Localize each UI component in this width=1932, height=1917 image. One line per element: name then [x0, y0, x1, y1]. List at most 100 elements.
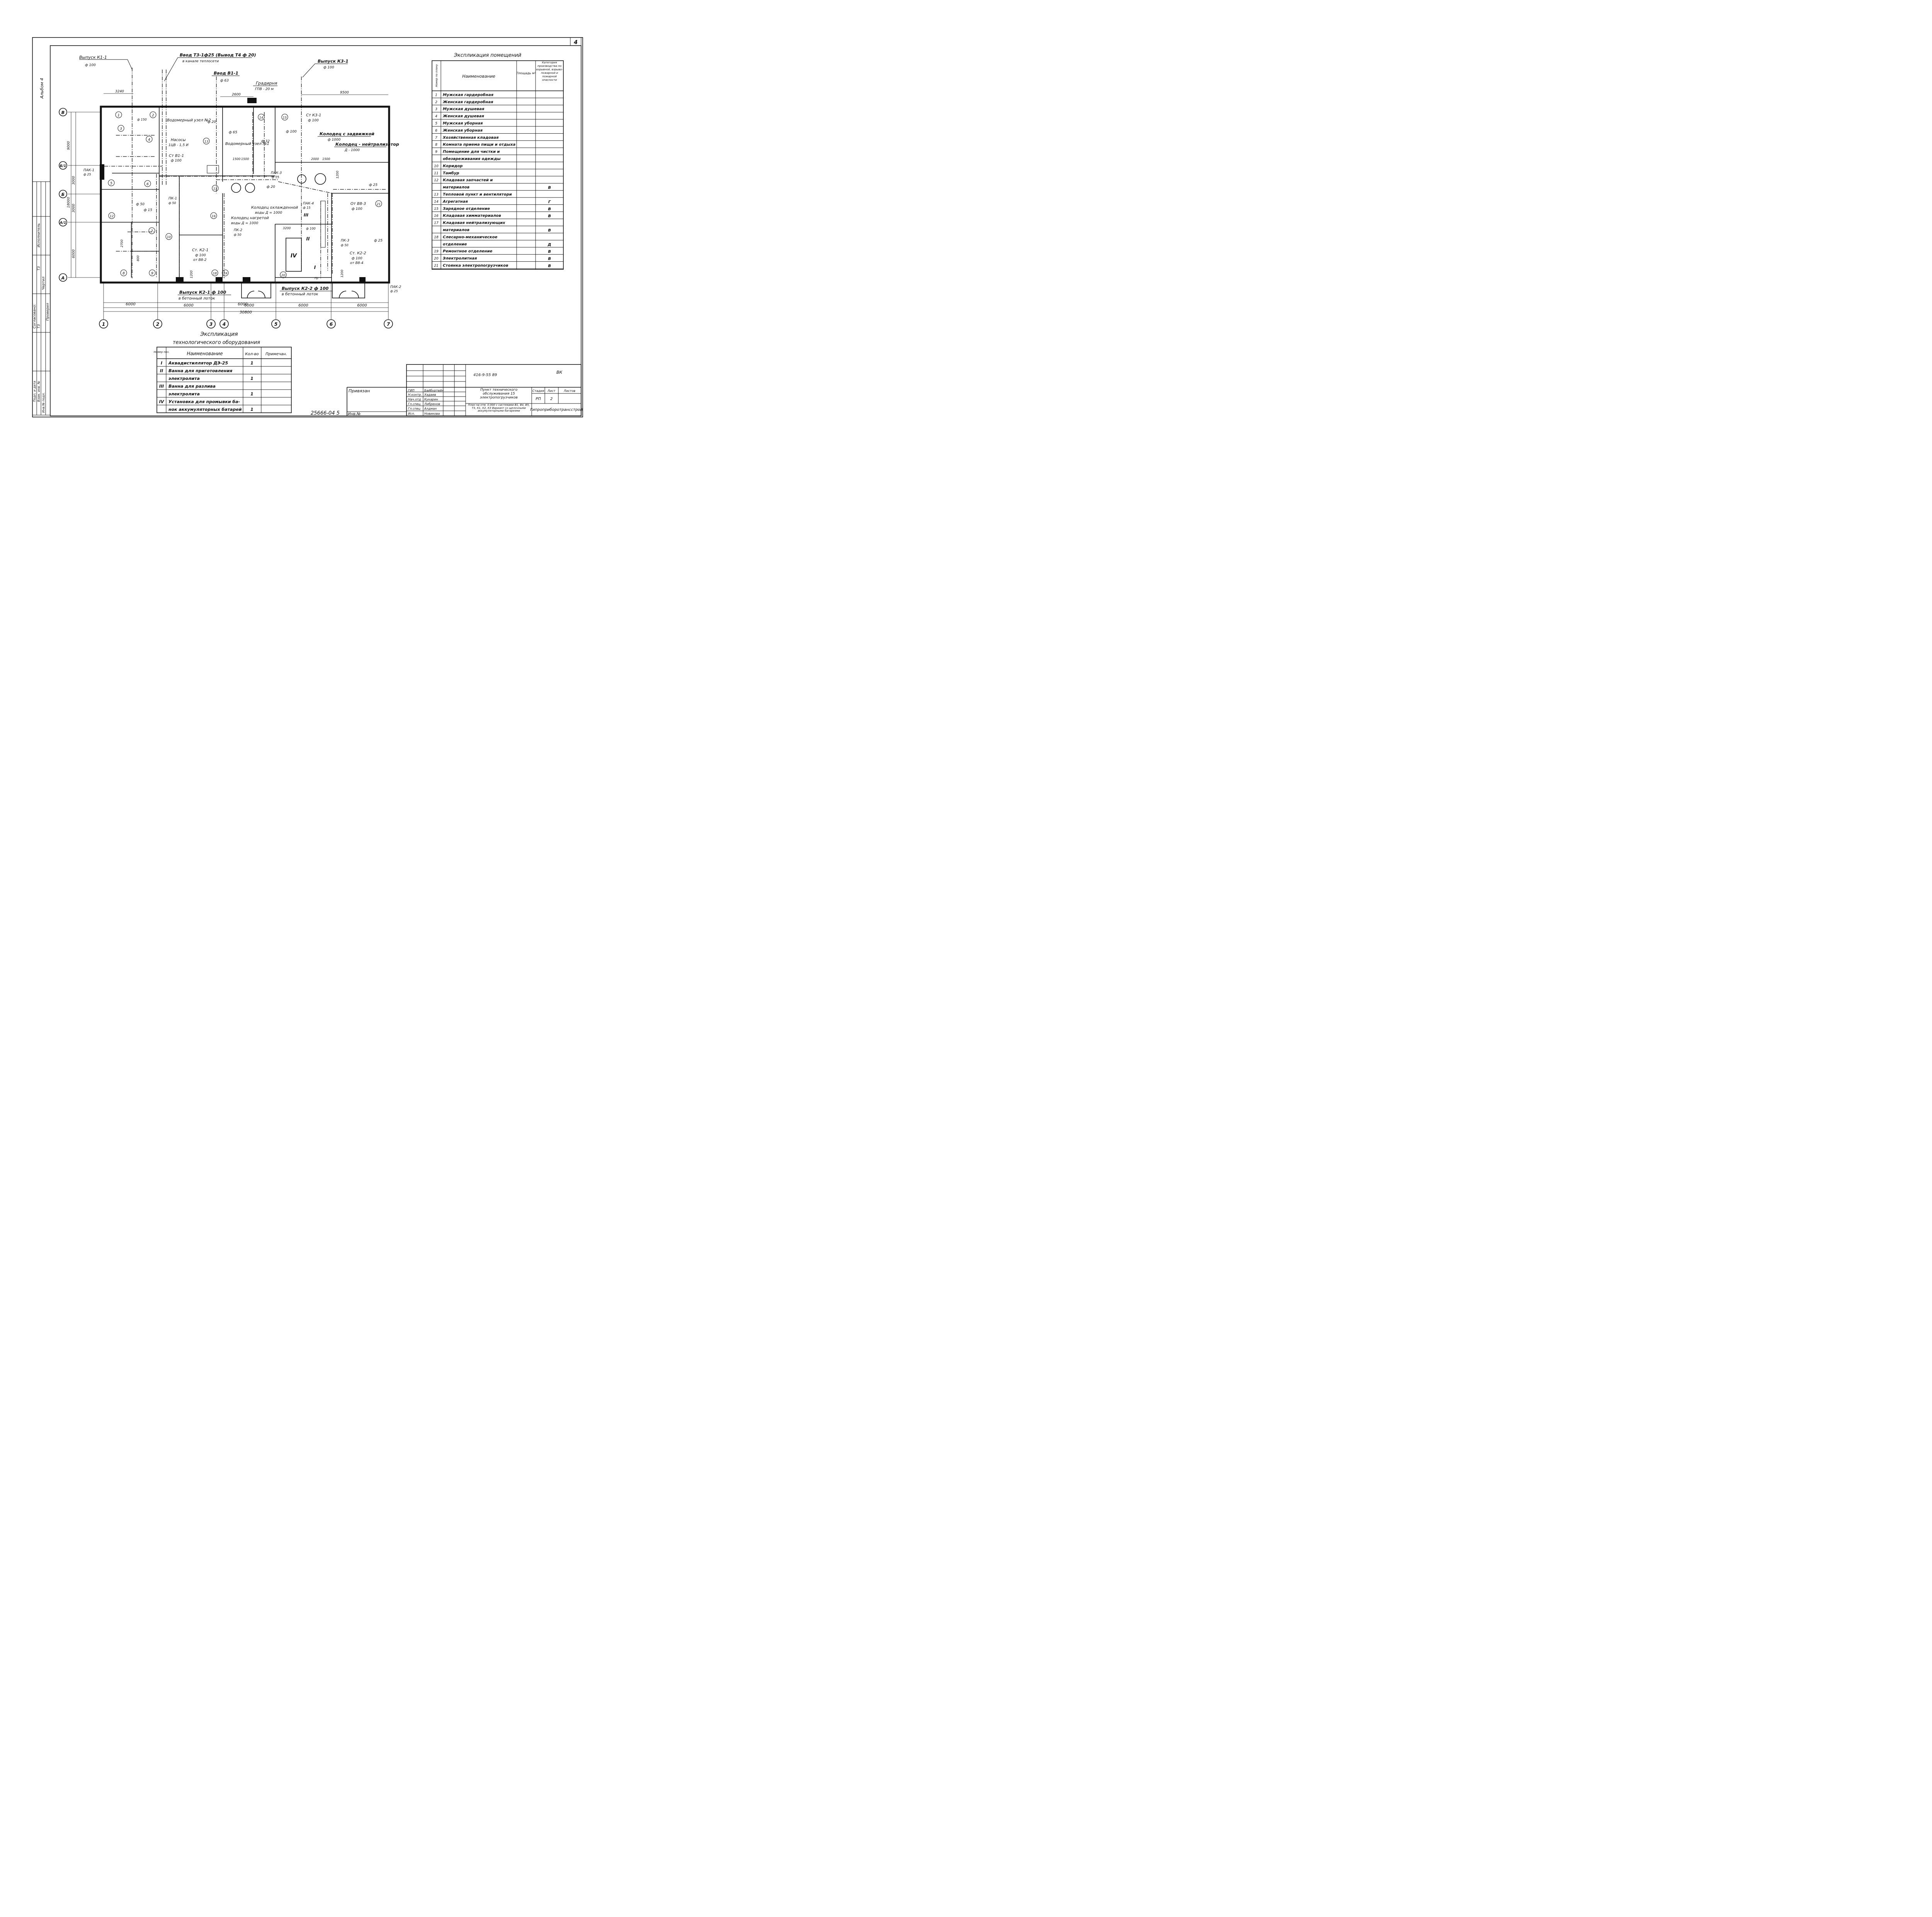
axis-bubble-a1 [59, 218, 67, 226]
svg-text:ф 25: ф 25 [369, 183, 378, 187]
svg-text:воды Д = 1000: воды Д = 1000 [255, 211, 282, 215]
svg-text:ф 100: ф 100 [306, 227, 316, 230]
svg-text:Ст В1-1: Ст В1-1 [169, 154, 184, 158]
svg-text:2000: 2000 [311, 157, 319, 161]
svg-text:2: 2 [550, 397, 553, 401]
svg-text:Алдман: Алдман [424, 407, 437, 410]
svg-text:12: 12 [110, 215, 114, 218]
svg-text:3240: 3240 [115, 90, 124, 94]
room-table: Экспликация помещений Номер по плану Наи… [432, 53, 564, 270]
equipment-row-name: нок аккумуляторных батарей [168, 407, 242, 412]
axis-bubble-6 [327, 319, 336, 329]
privyazan-label: Привязан [349, 388, 370, 393]
room-row-category: Г [548, 200, 551, 204]
svg-text:Выпуск К2-1 ф 100: Выпуск К2-1 ф 100 [179, 290, 226, 295]
svg-text:3000: 3000 [72, 204, 76, 213]
axis-bubble-1 [99, 319, 108, 329]
svg-text:Либренов: Либренов [424, 402, 440, 406]
svg-text:РП: РП [536, 397, 541, 401]
equipment-row-qty: 1 [250, 407, 253, 412]
room-row-category: В [548, 186, 551, 190]
svg-text:ПАК-3: ПАК-3 [271, 171, 282, 175]
room-row-name: материалов [443, 228, 469, 232]
svg-text:16: 16 [212, 215, 216, 218]
axis-2: 2 [156, 322, 159, 327]
room-row-name: Зарядное отделение [443, 207, 490, 211]
svg-text:Кол-во: Кол-во [245, 352, 259, 356]
axis-3: 3 [209, 322, 213, 327]
svg-text:Ввод Т3-1ф25 (Вывод Т4 ф 20): Ввод Т3-1ф25 (Вывод Т4 ф 20) [180, 53, 256, 58]
svg-text:Гл.спец: Гл.спец [408, 407, 421, 410]
svg-text:18: 18 [213, 272, 217, 275]
svg-text:Наименование: Наименование [462, 74, 495, 79]
equipment-row-name: Аквадистиллятор ДЭ-25 [168, 361, 228, 366]
svg-text:ПК-2: ПК-2 [234, 228, 242, 232]
title-main: Пункт технического обслуживания 15 элект… [480, 388, 518, 400]
svg-text:7: 7 [151, 230, 153, 233]
room-row-name: Женская душевая [442, 114, 484, 119]
room-row-name: Хозяйственная кладовая [442, 136, 499, 140]
room-row-number: 16 [434, 214, 439, 218]
svg-text:Номер по плану: Номер по плану [435, 64, 438, 87]
axis-6: 6 [330, 322, 333, 327]
axis-4: 4 [222, 322, 226, 327]
stamp-podp: Подп. и дата [33, 381, 36, 402]
svg-text:9500: 9500 [340, 91, 349, 95]
room-row-name: Мужская уборная [443, 121, 483, 126]
svg-text:в бетонный лоток: в бетонный лоток [282, 292, 318, 296]
svg-text:Примечан.: Примечан. [265, 352, 287, 356]
axis-bubble-7 [384, 319, 393, 329]
svg-text:Стадия: Стадия [532, 389, 544, 393]
stamp-soglasovano: Согласовано: [33, 304, 37, 329]
room-row-number: 9 [435, 150, 437, 154]
svg-text:ф 20: ф 20 [207, 120, 216, 124]
svg-text:2700: 2700 [120, 240, 124, 247]
axis-5: 5 [274, 322, 277, 327]
svg-text:ГИП: ГИП [408, 389, 414, 392]
room-row-number: 13 [434, 193, 439, 197]
svg-text:1200: 1200 [340, 270, 344, 278]
svg-text:6000: 6000 [244, 303, 254, 308]
svg-text:4: 4 [148, 138, 150, 142]
svg-text:6000: 6000 [184, 303, 193, 308]
axis-a1: А/1 [60, 221, 66, 225]
svg-text:Номер поз.: Номер поз. [154, 351, 170, 354]
room-row-name: Женская уборная [442, 128, 483, 133]
svg-text:1500: 1500 [233, 157, 240, 161]
axis-bubble-3 [206, 319, 216, 329]
equipment-row-number: III [159, 384, 164, 389]
pipe-network [104, 68, 386, 278]
svg-text:ГПВ - 20 м: ГПВ - 20 м [255, 87, 274, 91]
svg-text:ф 150: ф 150 [137, 118, 147, 121]
room-row-name: Кладовая запчастей и [443, 178, 493, 182]
well-hot [231, 183, 241, 193]
well-valve [297, 174, 306, 184]
svg-text:Колодец нагретой: Колодец нагретой [231, 216, 269, 220]
room-row-name: Тепловой пункт и вентилятори [443, 192, 512, 197]
designation: 416-9-55 89 [473, 373, 497, 377]
axis-bubble-v [59, 108, 67, 116]
room-row-number: 12 [434, 179, 439, 182]
room-row-category: В [548, 228, 551, 233]
svg-text:6000: 6000 [238, 302, 247, 306]
axis-bubble-b [59, 190, 67, 198]
svg-text:ф 25: ф 25 [390, 289, 398, 293]
svg-text:8: 8 [122, 272, 125, 276]
organization: Гипроприборотрансстрой [530, 407, 583, 412]
svg-text:ПАК-4: ПАК-4 [303, 202, 314, 206]
room-row-number: 14 [434, 200, 439, 204]
room-row-category: В [548, 264, 551, 268]
svg-text:30800: 30800 [240, 310, 252, 315]
svg-text:ф 63: ф 63 [220, 79, 229, 83]
svg-text:Ввод В1-1: Ввод В1-1 [214, 71, 238, 76]
svg-text:Выпуск К2-2 ф 100: Выпуск К2-2 ф 100 [282, 286, 329, 291]
svg-text:ф 32: ф 32 [261, 140, 270, 143]
drawing-sheet: 4 Альбом 4 Согласовано: Исполнитель Т3 Ч… [32, 37, 583, 417]
room-row-name: Тамбур [443, 171, 459, 175]
room-row-name: Электролитная [443, 257, 477, 261]
axis-bubble-4 [219, 319, 229, 329]
equipment-table-title: Экспликация [200, 331, 238, 337]
left-stamp: Согласовано: Исполнитель Т3 Чертил Прове… [32, 181, 51, 415]
svg-text:Градирня: Градирня [256, 81, 277, 86]
svg-text:в бетонный лоток: в бетонный лоток [179, 296, 215, 301]
